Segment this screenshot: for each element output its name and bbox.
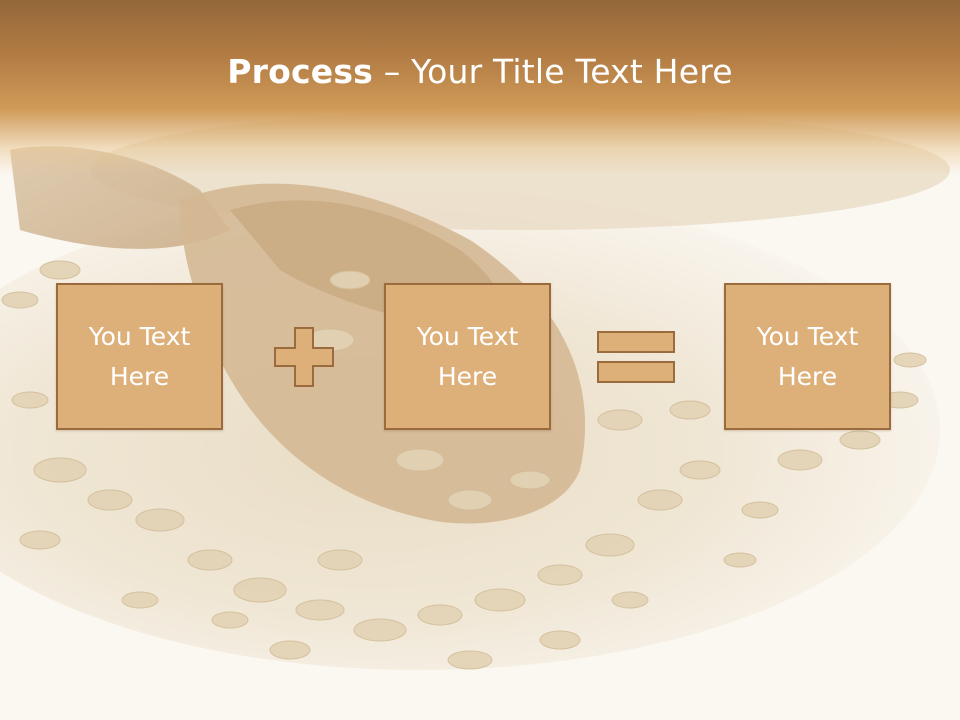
equals-icon xyxy=(597,331,675,383)
box-2-line-2: Here xyxy=(437,361,498,391)
process-box-3[interactable]: You Text Here xyxy=(724,283,891,430)
plus-icon xyxy=(274,327,334,387)
title-rest-part: – Your Title Text Here xyxy=(373,52,733,91)
title-band xyxy=(0,0,960,175)
box-1-line-1: You Text xyxy=(88,321,191,351)
title-bold-part: Process xyxy=(227,52,374,91)
box-3-line-2: Here xyxy=(777,361,838,391)
slide-title: Process – Your Title Text Here xyxy=(0,52,960,91)
process-box-2[interactable]: You Text Here xyxy=(384,283,551,430)
box-2-line-1: You Text xyxy=(416,321,519,351)
box-3-line-1: You Text xyxy=(756,321,859,351)
process-box-1[interactable]: You Text Here xyxy=(56,283,223,430)
box-1-line-2: Here xyxy=(109,361,170,391)
